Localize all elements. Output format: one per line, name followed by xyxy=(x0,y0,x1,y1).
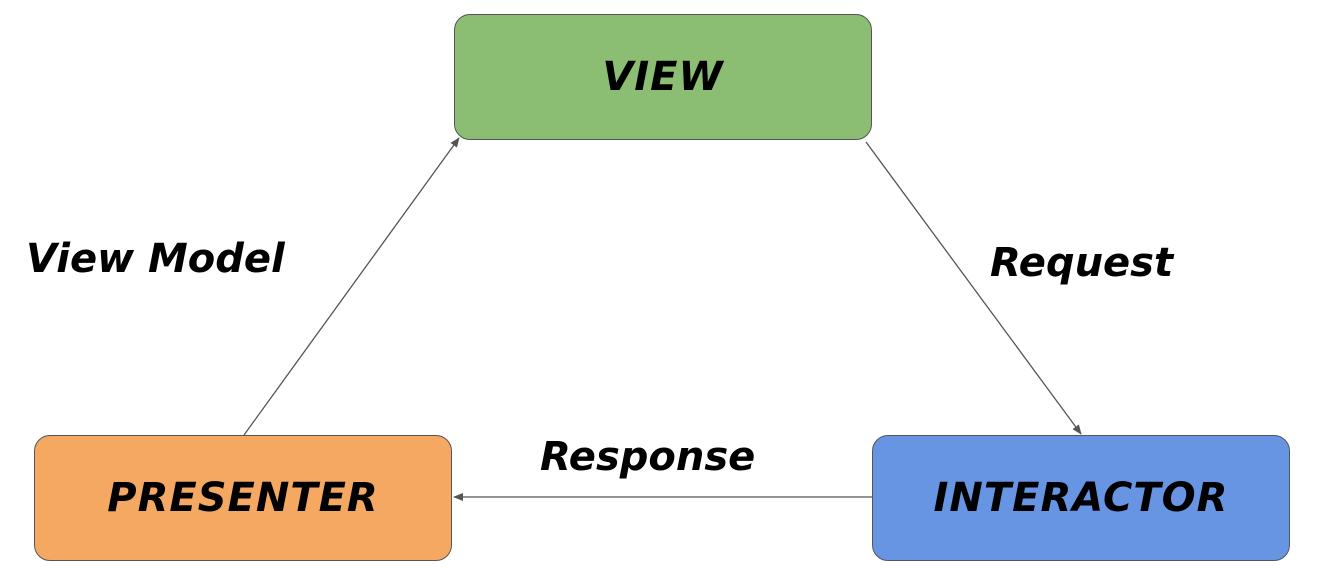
interactor-node: INTERACTOR xyxy=(872,435,1290,561)
edge-request-arrow xyxy=(865,141,1082,435)
interactor-node-label: INTERACTOR xyxy=(933,475,1229,521)
edge-label-request: Request xyxy=(990,240,1174,286)
edge-view-model-arrow xyxy=(243,137,460,436)
view-node-label: VIEW xyxy=(602,54,724,100)
view-node: VIEW xyxy=(454,14,872,140)
edge-label-view-model: View Model xyxy=(26,236,285,282)
presenter-node-label: PRESENTER xyxy=(107,475,379,521)
edge-label-response: Response xyxy=(540,434,756,480)
presenter-node: PRESENTER xyxy=(34,435,452,561)
